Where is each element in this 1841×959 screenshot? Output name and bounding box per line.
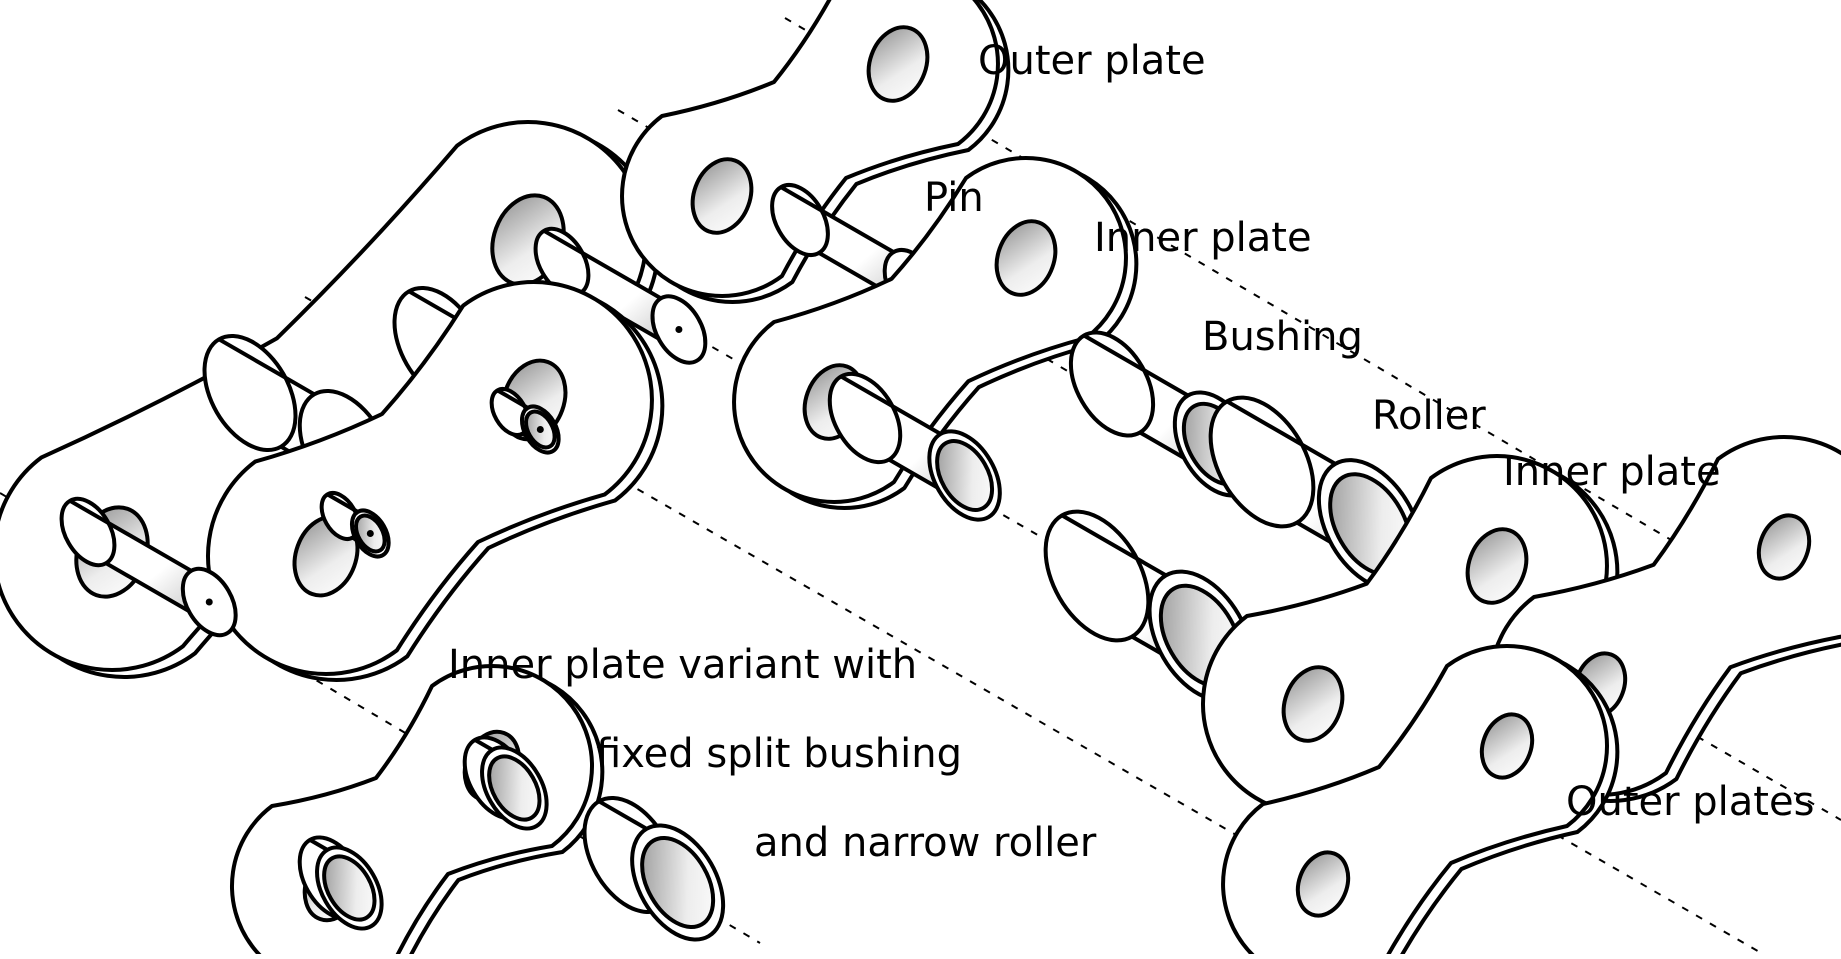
plate-hole xyxy=(690,157,754,235)
plate-hole xyxy=(866,25,930,103)
plate-hole xyxy=(1756,513,1812,581)
variant-split-bushing-right xyxy=(462,735,549,831)
inner-plate-bushing xyxy=(827,371,1002,522)
label-variant-line-2: fixed split bushing xyxy=(596,731,962,777)
pin-center-dot xyxy=(675,326,683,333)
inner-plate-right xyxy=(1201,454,1620,822)
assembled-pin-lower xyxy=(59,496,238,638)
roller xyxy=(1208,395,1424,591)
variant-narrow-roller xyxy=(582,795,726,942)
label-outer-plate: Outer plate xyxy=(978,38,1206,84)
plate-hole xyxy=(1479,712,1535,780)
plate-hole xyxy=(1295,850,1351,918)
plate-hole xyxy=(994,219,1058,297)
assembled-pin-upper xyxy=(533,226,708,365)
cylinder-bore xyxy=(487,754,542,822)
label-pin: Pin xyxy=(924,175,984,221)
outer-plate-bottom xyxy=(1221,644,1620,959)
pin-center-dot xyxy=(366,530,374,537)
label-inner-plate-top: Inner plate xyxy=(1094,215,1312,261)
outer-plate xyxy=(620,0,1011,304)
label-roller: Roller xyxy=(1372,393,1486,439)
assembled-bushing-stub-left xyxy=(319,491,391,559)
cylinder-bore xyxy=(935,439,995,512)
plate-hole xyxy=(1281,665,1345,743)
label-inner-plate-right: Inner plate xyxy=(1503,449,1721,495)
exploded-parts xyxy=(620,0,1841,959)
assembled-bushing-stub-right xyxy=(489,387,561,455)
axis-line xyxy=(784,17,1841,641)
plate-hole xyxy=(1465,527,1529,605)
pin-center-dot xyxy=(536,426,544,433)
variant-parts xyxy=(230,664,726,959)
label-bushing: Bushing xyxy=(1202,314,1363,360)
cylinder-bore xyxy=(322,854,377,922)
assembled-chain-section xyxy=(0,120,708,682)
label-variant-line-3: and narrow roller xyxy=(754,820,1097,866)
pin-center-dot xyxy=(205,598,213,606)
cylinder-bore xyxy=(640,836,716,929)
label-outer-plates: Outer plates xyxy=(1566,779,1815,825)
variant-split-bushing-left xyxy=(297,835,384,931)
label-variant-line-1: Inner plate variant with xyxy=(448,642,918,688)
